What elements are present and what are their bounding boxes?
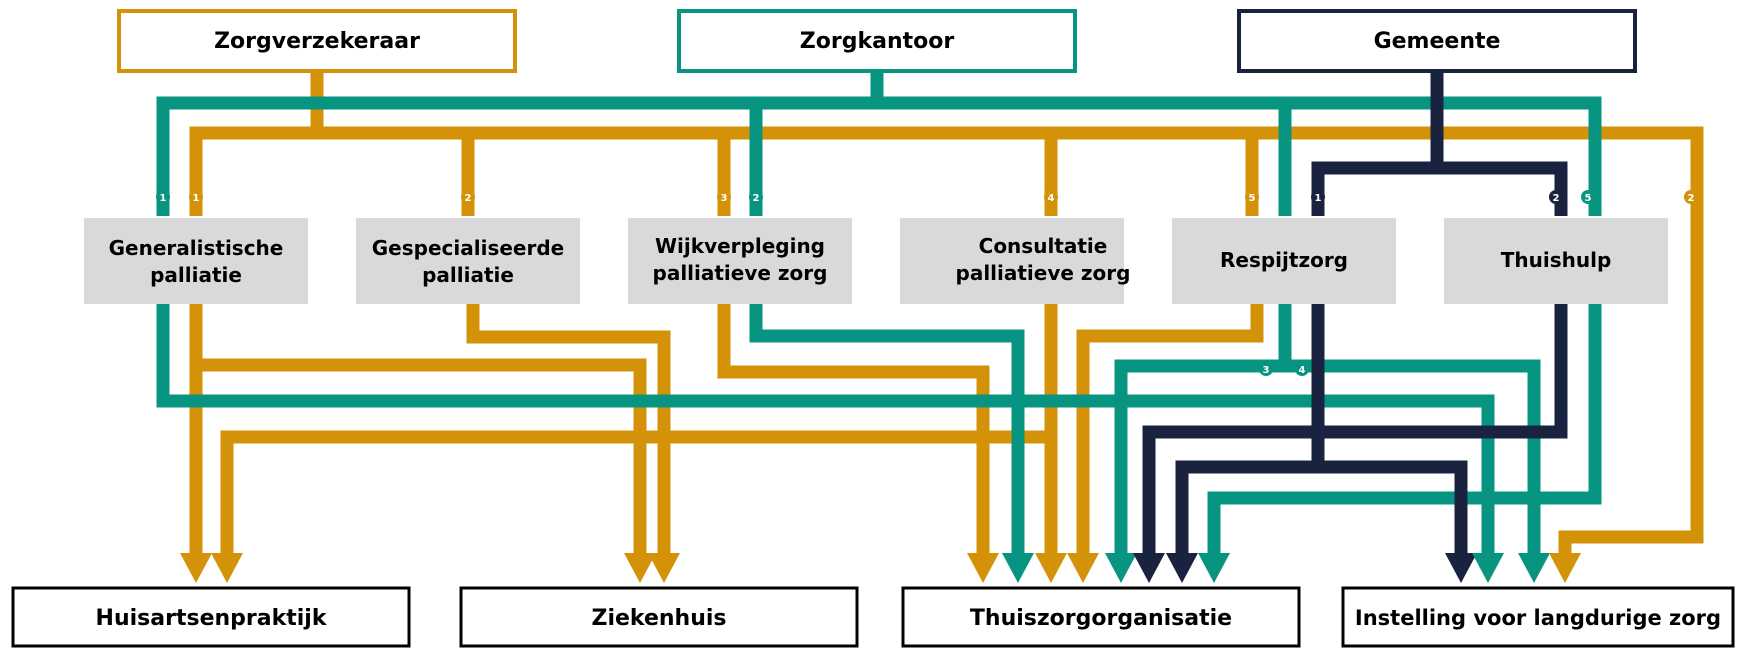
marker-respijtzorg-teal-3: 3 — [1259, 362, 1273, 376]
flow-wijkverpleging-thuiszorg-teal — [749, 300, 1025, 553]
svg-text:Huisartsenpraktijk: Huisartsenpraktijk — [96, 606, 328, 631]
marker-thuishulp-navy: 2 — [1549, 190, 1563, 204]
svg-text:Gemeente: Gemeente — [1374, 29, 1501, 54]
arrowhead-thuiszorg-7 — [1166, 553, 1198, 583]
marker-wijkverpleging-teal: 2 — [749, 190, 763, 204]
service-generalistische: Generalistische palliatie — [84, 218, 308, 304]
service-wijkverpleging: Wijkverpleging palliatieve zorg — [628, 218, 852, 304]
arrowhead-thuiszorg-6 — [1133, 553, 1165, 583]
arrowhead-instelling-4 — [1549, 553, 1581, 583]
service-gespecialiseerde-line1: Gespecialiseerde — [372, 236, 564, 260]
svg-text:2: 2 — [753, 193, 760, 204]
flow-respijtzorg-teal-thuiszorg — [1114, 300, 1292, 553]
svg-text:Ziekenhuis: Ziekenhuis — [592, 606, 727, 631]
gemeente-bus — [1311, 161, 1568, 216]
arrowhead-huisarts-2 — [211, 553, 243, 583]
marker-thuishulp-teal: 5 — [1581, 190, 1595, 204]
funder-boxes: Zorgverzekeraar Zorgkantoor Gemeente — [117, 9, 1637, 73]
flow-respijtzorg-thuiszorg — [1076, 300, 1264, 553]
arrowhead-instelling-1 — [1445, 553, 1477, 583]
service-respijtzorg: Respijtzorg — [1172, 218, 1396, 304]
service-generalistische-line2: palliatie — [150, 263, 242, 287]
flow-respijtzorg-navy-thuiszorg — [1175, 460, 1318, 553]
service-wijkverpleging-line2: palliatieve zorg — [653, 261, 828, 285]
arrowhead-thuiszorg-1 — [967, 553, 999, 583]
markers: 1 1 2 3 2 4 5 1 2 5 2 3 4 — [156, 190, 1698, 376]
funder-gemeente: Gemeente — [1237, 9, 1637, 73]
provider-instelling: Instelling voor langdurige zorg — [1341, 586, 1735, 648]
marker-respijtzorg-teal-4: 4 — [1295, 362, 1309, 376]
service-gespecialiseerde-line2: palliatie — [422, 263, 514, 287]
arrowhead-thuiszorg-8 — [1198, 553, 1230, 583]
flow-respijtzorg-teal-instelling — [1285, 359, 1541, 553]
svg-text:2: 2 — [1688, 193, 1695, 204]
svg-text:2: 2 — [1553, 193, 1560, 204]
service-wijkverpleging-line1: Wijkverpleging — [655, 234, 825, 258]
arrowhead-ziekenhuis-2 — [648, 553, 680, 583]
service-thuishulp: Thuishulp — [1444, 218, 1668, 304]
arrowhead-thuiszorg-5 — [1105, 553, 1137, 583]
arrowhead-ziekenhuis-1 — [624, 553, 656, 583]
flow-thuishulp-thuiszorg-teal — [1207, 300, 1602, 553]
marker-wijkverpleging-gold: 3 — [717, 190, 731, 204]
arrowhead-huisarts-1 — [180, 553, 212, 583]
svg-text:Zorgverzekeraar: Zorgverzekeraar — [214, 29, 420, 54]
provider-huisarts: Huisartsenpraktijk — [11, 586, 411, 648]
service-generalistische-line1: Generalistische — [109, 236, 284, 260]
svg-text:5: 5 — [1585, 193, 1592, 204]
zorgkantoor-bus — [156, 96, 1602, 216]
flow-respijtzorg-navy-instelling — [1318, 460, 1468, 553]
flow-generalistische-ziekenhuis — [196, 358, 647, 553]
service-boxes: Generalistische palliatie Gespecialiseer… — [84, 218, 1668, 304]
svg-text:5: 5 — [1249, 193, 1256, 204]
svg-text:Thuishulp: Thuishulp — [1501, 248, 1612, 272]
marker-gespecialiseerde-gold: 2 — [461, 190, 475, 204]
flow-wijkverpleging-thuiszorg — [717, 300, 990, 553]
arrowhead-thuiszorg-3 — [1035, 553, 1067, 583]
flow-consultatie-huisarts — [220, 430, 1051, 553]
svg-text:4: 4 — [1048, 193, 1055, 204]
svg-text:2: 2 — [465, 193, 472, 204]
svg-text:Instelling voor langdurige zor: Instelling voor langdurige zorg — [1355, 606, 1721, 630]
flow-thuishulp-navy-thuiszorg — [1142, 300, 1568, 553]
marker-consultatie-gold: 4 — [1044, 190, 1058, 204]
svg-text:4: 4 — [1299, 365, 1306, 376]
arrowhead-instelling-3 — [1518, 553, 1550, 583]
svg-text:Thuiszorgorganisatie: Thuiszorgorganisatie — [970, 606, 1232, 631]
svg-text:Respijtzorg: Respijtzorg — [1220, 248, 1348, 272]
svg-text:Zorgkantoor: Zorgkantoor — [800, 29, 955, 54]
service-consultatie-line2: palliatieve zorg — [956, 261, 1131, 285]
service-gespecialiseerde: Gespecialiseerde palliatie — [356, 218, 580, 304]
marker-respijtzorg-navy: 1 — [1311, 190, 1325, 204]
svg-text:1: 1 — [160, 193, 167, 204]
service-consultatie-line1: Consultatie — [979, 234, 1108, 258]
marker-generalistische-teal: 1 — [156, 190, 170, 204]
funder-zorgkantoor: Zorgkantoor — [677, 9, 1077, 73]
svg-text:3: 3 — [1263, 365, 1270, 376]
arrowheads — [180, 553, 1581, 583]
arrowhead-thuiszorg-2 — [1002, 553, 1034, 583]
svg-text:1: 1 — [193, 193, 200, 204]
flow-generalistische-instelling — [156, 300, 1495, 553]
zorgkantoor-flows — [156, 68, 1602, 553]
marker-respijtzorg-gold: 5 — [1245, 190, 1259, 204]
provider-thuiszorg: Thuiszorgorganisatie — [901, 586, 1301, 648]
arrowhead-thuiszorg-4 — [1067, 553, 1099, 583]
svg-text:3: 3 — [721, 193, 728, 204]
provider-ziekenhuis: Ziekenhuis — [459, 586, 859, 648]
flow-gespecialiseerde-ziekenhuis — [466, 300, 671, 553]
svg-text:1: 1 — [1315, 193, 1322, 204]
marker-instelling-gold: 2 — [1684, 190, 1698, 204]
arrowhead-instelling-2 — [1472, 553, 1504, 583]
gemeente-flows — [1142, 68, 1568, 553]
service-consultatie: Consultatie palliatieve zorg — [900, 218, 1130, 304]
marker-generalistische-gold: 1 — [189, 190, 203, 204]
funder-zorgverzekeraar: Zorgverzekeraar — [117, 9, 517, 73]
zorgverzekeraar-bus — [189, 126, 1704, 553]
provider-boxes: Huisartsenpraktijk Ziekenhuis Thuiszorgo… — [11, 586, 1735, 648]
zorgverzekeraar-flows — [189, 68, 1704, 553]
